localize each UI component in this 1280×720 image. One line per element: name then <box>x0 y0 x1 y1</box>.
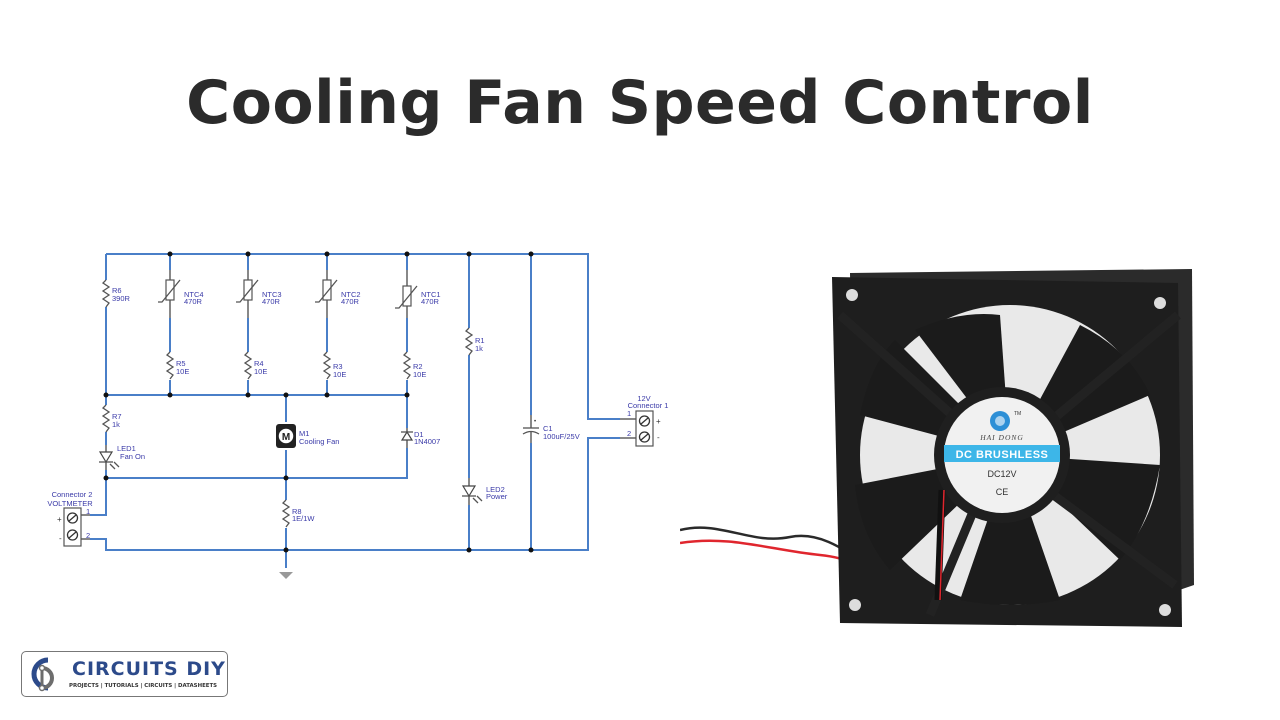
svg-text:C1: C1 <box>543 424 553 433</box>
svg-text:-: - <box>657 433 660 442</box>
svg-text:D1: D1 <box>414 430 424 439</box>
svg-text:R2: R2 <box>413 362 423 371</box>
resistor-r5: R5 10E <box>165 351 189 380</box>
svg-text:10E: 10E <box>333 370 346 379</box>
svg-text:1: 1 <box>627 409 631 418</box>
fan-label-band <box>944 445 1060 462</box>
svg-text:Connector 1: Connector 1 <box>628 401 669 410</box>
svg-text:12V: 12V <box>637 394 650 403</box>
svg-text:+: + <box>57 515 62 524</box>
svg-text:R6: R6 <box>112 286 122 295</box>
svg-text:LED1: LED1 <box>117 444 136 453</box>
svg-text:NTC2: NTC2 <box>341 290 361 299</box>
diode-d1: D1 1N4007 <box>400 428 440 448</box>
wire-top-rail <box>106 253 620 420</box>
svg-text:2: 2 <box>86 531 90 540</box>
svg-text:Power: Power <box>486 492 508 501</box>
svg-text:470R: 470R <box>262 297 281 306</box>
resistor-r8: R8 1E/1W <box>281 499 315 528</box>
svg-text:1N4007: 1N4007 <box>414 437 440 446</box>
logo-brand: CIRCUITS DIY <box>72 658 226 680</box>
svg-text:Connector 2: Connector 2 <box>52 490 93 499</box>
resistor-r4: R4 10E <box>243 351 267 380</box>
svg-text:R3: R3 <box>333 362 343 371</box>
fan-voltage-label: DC12V <box>987 469 1016 479</box>
svg-text:M: M <box>282 432 290 443</box>
svg-text:1k: 1k <box>112 420 120 429</box>
svg-text:VOLTMETER: VOLTMETER <box>47 499 93 508</box>
thermistor-ntc4: NTC4 470R <box>158 270 204 318</box>
svg-text:1k: 1k <box>475 344 483 353</box>
svg-text:1: 1 <box>86 507 90 516</box>
connector-12v: 12V Connector 1 1 2 + - <box>620 394 669 447</box>
svg-text:R7: R7 <box>112 412 122 421</box>
svg-text:2: 2 <box>627 429 631 438</box>
svg-text:390R: 390R <box>112 294 131 303</box>
resistor-r1: R1 1k <box>464 327 485 356</box>
wire-bottom-rail <box>90 437 620 551</box>
thermistor-ntc2: NTC2 470R <box>315 270 361 318</box>
resistor-r3: R3 10E <box>322 351 346 380</box>
svg-text:10E: 10E <box>413 370 426 379</box>
led-led2: LED2 Power <box>461 478 508 505</box>
svg-text:NTC4: NTC4 <box>184 290 204 299</box>
svg-text:470R: 470R <box>184 297 203 306</box>
svg-text:1E/1W: 1E/1W <box>292 514 315 523</box>
fan-type-label: DC BRUSHLESS <box>956 449 1049 461</box>
svg-text:TM: TM <box>1014 411 1021 417</box>
svg-text:R8: R8 <box>292 507 302 516</box>
junction-dots <box>103 251 534 553</box>
svg-text:R5: R5 <box>176 359 186 368</box>
svg-text:M1: M1 <box>299 429 309 438</box>
svg-text:Fan On: Fan On <box>120 452 145 461</box>
motor-m1: M M1 Cooling Fan <box>276 424 339 448</box>
svg-text:R4: R4 <box>254 359 264 368</box>
page-title: Cooling Fan Speed Control <box>186 68 1094 138</box>
ground-symbol <box>279 572 293 579</box>
svg-text:10E: 10E <box>254 367 267 376</box>
resistor-r7: R7 1k <box>101 404 122 433</box>
thermistor-ntc3: NTC3 470R <box>236 270 282 318</box>
svg-text:-: - <box>59 534 62 543</box>
svg-text:10E: 10E <box>176 367 189 376</box>
capacitor-c1: • C1 100uF/25V <box>522 415 580 443</box>
svg-text:470R: 470R <box>341 297 360 306</box>
fan-brand: HAI DONG <box>979 433 1024 442</box>
svg-text:+: + <box>656 417 661 426</box>
resistor-r2: R2 10E <box>402 351 426 380</box>
logo-cd-icon <box>31 657 54 692</box>
svg-text:100uF/25V: 100uF/25V <box>543 432 580 441</box>
wire-lower-rail <box>106 395 408 479</box>
svg-text:R1: R1 <box>475 336 485 345</box>
svg-text:NTC1: NTC1 <box>421 290 441 299</box>
svg-text:NTC3: NTC3 <box>262 290 282 299</box>
logo-tagline: PROJECTS | TUTORIALS | CIRCUITS | DATASH… <box>69 683 218 689</box>
circuits-diy-logo[interactable]: CIRCUITS DIY PROJECTS | TUTORIALS | CIRC… <box>21 651 228 697</box>
resistor-r6: R6 390R <box>101 279 131 308</box>
cooling-fan-photo: TM HAI DONG DC BRUSHLESS DC12V CE <box>680 269 1194 627</box>
svg-text:Cooling Fan: Cooling Fan <box>299 437 339 446</box>
svg-text:LED2: LED2 <box>486 485 505 494</box>
wire-left <box>90 254 107 516</box>
mount-holes <box>846 289 1171 616</box>
thermistor-ntc1: NTC1 470R <box>395 270 441 318</box>
connector-voltmeter: Connector 2 VOLTMETER 1 2 + - <box>47 490 93 547</box>
led-led1: LED1 Fan On <box>98 444 145 470</box>
svg-text:470R: 470R <box>421 297 440 306</box>
ce-mark: CE <box>996 487 1009 497</box>
circuit-schematic: R6 390R NTC4 470R NTC3 470R NTC2 470R NT… <box>47 251 669 579</box>
svg-text:•: • <box>534 419 536 425</box>
